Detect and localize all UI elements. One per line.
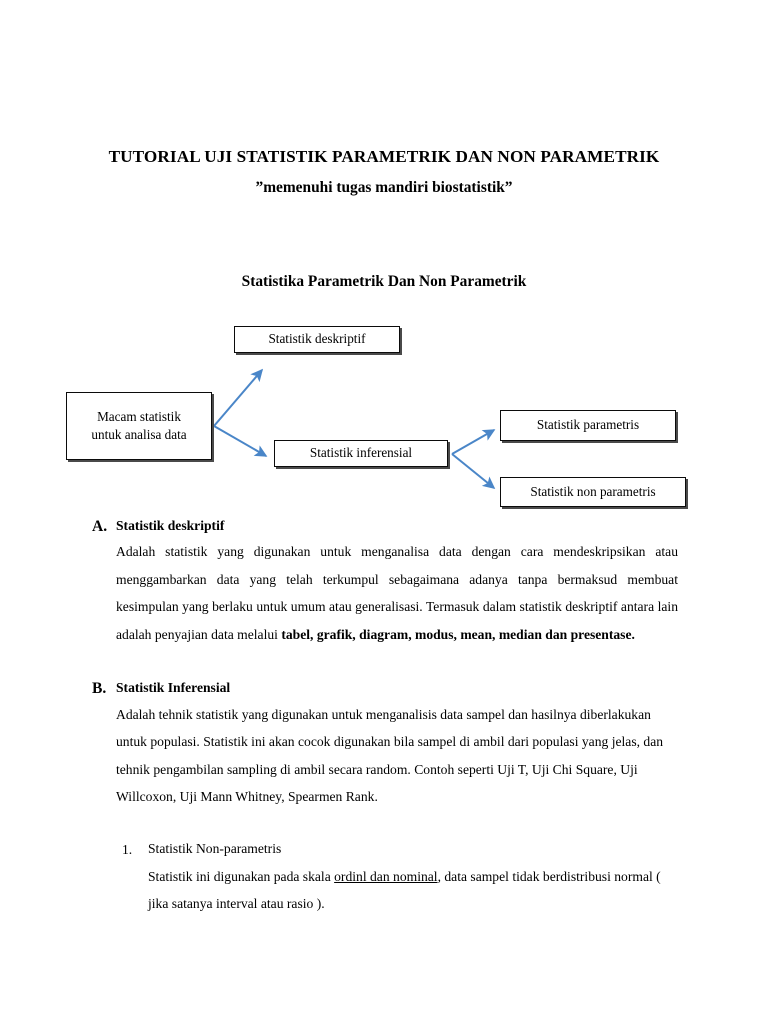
diagram-box-statistik-inferensial: Statistik inferensial (274, 440, 448, 467)
list-item-body-part1: Statistik ini digunakan pada skala (148, 868, 335, 884)
diagram-box-root-line1: Macam statistik (97, 408, 181, 424)
document-subtitle: ”memenuhi tugas mandiri biostatistik” (255, 179, 513, 196)
document-title: TUTORIAL UJI STATISTIK PARAMETRIK DAN NO… (108, 147, 660, 166)
list-item-body: Statistik ini digunakan pada skala ordin… (148, 863, 678, 918)
list-item-body-underlined: ordinl dan nominal (334, 868, 438, 884)
section-a-text-normal: Adalah statistik yang digunakan untuk me… (116, 544, 678, 642)
document-body: A. Statistik deskriptif Adalah statistik… (92, 516, 678, 918)
section-heading: Statistika Parametrik Dan Non Parametrik (241, 273, 527, 290)
diagram-box-parametris-label: Statistik parametris (536, 417, 640, 433)
arrow-root-to-deskriptif (213, 368, 264, 427)
section-b-heading: B. Statistik Inferensial (92, 678, 678, 698)
section-b-marker: B. (92, 680, 107, 698)
list-item-heading: Statistik Non-parametris (148, 841, 282, 857)
diagram-box-deskriptif-label: Statistik deskriptif (268, 331, 366, 347)
diagram-box-statistik-deskriptif: Statistik deskriptif (234, 326, 400, 353)
list-item-body-part2: , data sampel tidak berdistribusi normal… (148, 868, 661, 912)
section-b-paragraph: Adalah tehnik statistik yang digunakan u… (116, 706, 664, 804)
arrow-inferensial-to-parametris (451, 429, 496, 455)
list-item-number: 1. (122, 842, 133, 858)
diagram-box-statistik-parametris: Statistik parametris (500, 410, 676, 441)
diagram-box-inferensial-label: Statistik inferensial (309, 445, 413, 461)
arrow-inferensial-to-non-parametris (451, 453, 496, 490)
diagram-box-root-line2: untuk analisa data (91, 427, 187, 442)
diagram-box-root: Macam statistik untuk analisa data (66, 392, 212, 460)
diagram-box-non-parametris-label: Statistik non parametris (530, 483, 656, 499)
diagram-box-statistik-non-parametris: Statistik non parametris (500, 477, 686, 507)
section-a-marker: A. (92, 518, 108, 535)
section-b-heading-label: Statistik Inferensial (116, 680, 231, 696)
arrow-root-to-inferensial (213, 425, 268, 457)
statistics-flow-diagram: Macam statistik untuk analisa data Stati… (0, 326, 768, 518)
section-a-text-bold: tabel, grafik, diagram, modus, mean, med… (281, 626, 635, 642)
numbered-list: 1. Statistik Non-parametris Statistik in… (92, 836, 678, 917)
section-a-paragraph: Adalah statistik yang digunakan untuk me… (92, 538, 678, 648)
list-item: 1. Statistik Non-parametris Statistik in… (122, 836, 678, 918)
section-a-heading: A. Statistik deskriptif (92, 516, 678, 536)
section-a-heading-label: Statistik deskriptif (116, 518, 225, 533)
